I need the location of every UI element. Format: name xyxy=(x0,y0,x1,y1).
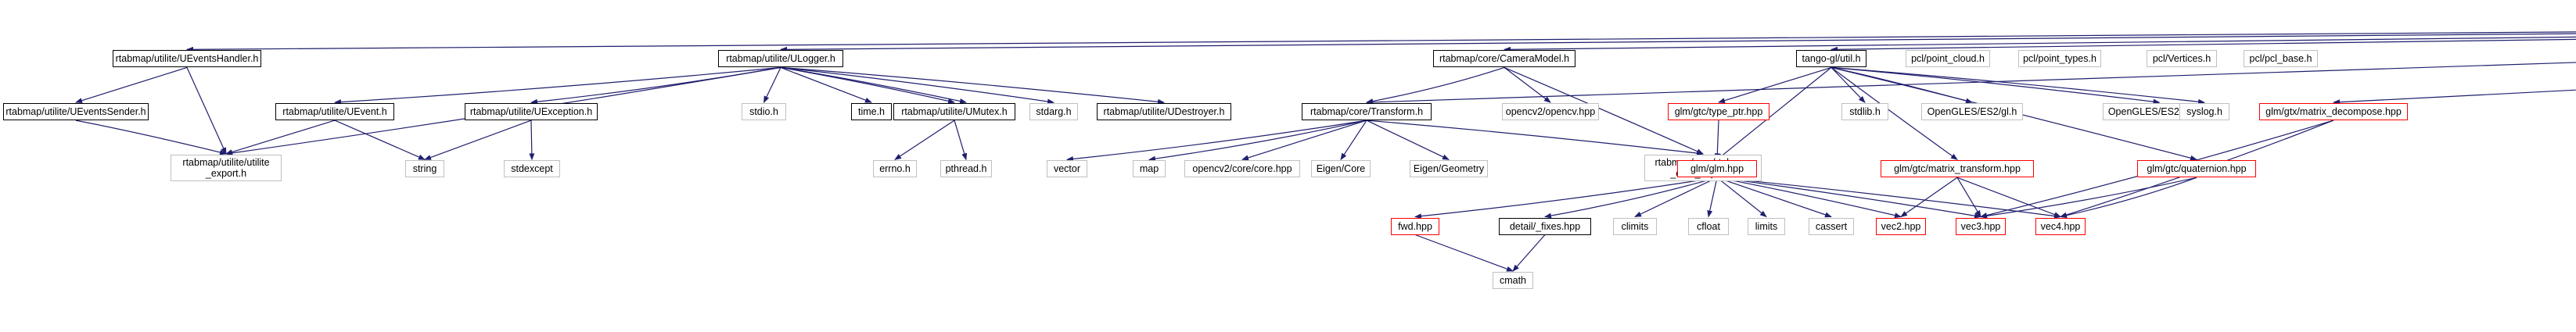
graph-edge xyxy=(2333,89,2576,105)
graph-node-eigen-core[interactable]: Eigen/Core xyxy=(1311,160,1371,178)
graph-node-stdarg-h[interactable]: stdarg.h xyxy=(1029,103,1078,121)
graph-edge xyxy=(1634,177,1718,218)
graph-node-opencv2-core[interactable]: opencv2/core/core.hpp xyxy=(1184,160,1300,178)
graph-node-vec2-hpp[interactable]: vec2.hpp xyxy=(1876,217,1926,235)
graph-edge xyxy=(1718,66,1832,104)
graph-node-pcl-point-types[interactable]: pcl/point_types.h xyxy=(2018,50,2101,68)
graph-node-umutex[interactable]: rtabmap/utilite/UMutex.h xyxy=(893,103,1015,121)
graph-node-glm-gtc-matrix-tr[interactable]: glm/gtc/matrix_transform.hpp xyxy=(1881,160,2034,178)
graph-edge xyxy=(1714,120,1720,161)
graph-node-climits[interactable]: climits xyxy=(1613,217,1657,235)
graph-node-eigen-geometry[interactable]: Eigen/Geometry xyxy=(1410,160,1488,178)
graph-edge xyxy=(780,66,967,104)
graph-edge xyxy=(1512,234,1546,272)
graph-node-gles2-gl[interactable]: OpenGLES/ES2/gl.h xyxy=(1921,103,2023,121)
graph-node-ulogger[interactable]: rtabmap/utilite/ULogger.h xyxy=(718,50,843,68)
graph-node-stdexcept[interactable]: stdexcept xyxy=(504,160,560,178)
graph-node-pcl-point-cloud[interactable]: pcl/point_cloud.h xyxy=(1906,50,1990,68)
graph-node-tango-gl-util[interactable]: tango-gl/util.h xyxy=(1796,50,1866,68)
graph-node-glm-gtx-matrix-decomp[interactable]: glm/gtx/matrix_decompose.hpp xyxy=(2259,103,2408,121)
graph-edge xyxy=(1956,177,2061,218)
graph-edge xyxy=(1148,120,1367,162)
graph-edge xyxy=(1414,234,1514,272)
graph-node-cmath[interactable]: cmath xyxy=(1493,272,1533,290)
graph-edge xyxy=(1716,177,1767,218)
graph-edge xyxy=(780,34,2576,52)
graph-edge xyxy=(1504,66,1551,103)
graph-edge xyxy=(334,120,426,160)
graph-edge xyxy=(1366,120,1450,160)
graph-node-udestroyer[interactable]: rtabmap/utilite/UDestroyer.h xyxy=(1097,103,1231,121)
graph-node-opencv2-opencv[interactable]: opencv2/opencv.hpp xyxy=(1502,103,1599,121)
graph-edge xyxy=(1544,177,1718,219)
graph-node-vec3-hpp[interactable]: vec3.hpp xyxy=(1956,217,2006,235)
graph-edge xyxy=(1831,66,1973,104)
graph-node-pcl-vertices[interactable]: pcl/Vertices.h xyxy=(2147,50,2217,68)
graph-edge xyxy=(780,66,1054,105)
graph-edge xyxy=(780,66,955,104)
graph-edge xyxy=(894,120,955,160)
graph-node-uexception[interactable]: rtabmap/utilite/UException.h xyxy=(465,103,598,121)
graph-node-pthread-h[interactable]: pthread.h xyxy=(940,160,992,178)
graph-node-fwd-hpp[interactable]: fwd.hpp xyxy=(1391,217,1439,235)
graph-edge xyxy=(1366,66,1505,105)
graph-node-pcl-pcl-base[interactable]: pcl/pcl_base.h xyxy=(2244,50,2318,68)
graph-edge xyxy=(2060,177,2197,219)
graph-node-ueventssender[interactable]: rtabmap/utilite/UEventsSender.h xyxy=(3,103,149,121)
graph-edge xyxy=(1900,177,1958,218)
graph-node-transform-h[interactable]: rtabmap/core/Transform.h xyxy=(1302,103,1432,121)
graph-edge xyxy=(954,120,968,161)
graph-node-utilite-export[interactable]: rtabmap/utilite/utilite _export.h xyxy=(171,154,282,181)
graph-edge xyxy=(1241,120,1367,161)
graph-edge xyxy=(1956,177,1981,218)
graph-node-time-h[interactable]: time.h xyxy=(851,103,892,121)
graph-edge xyxy=(1716,177,1832,218)
graph-edge xyxy=(1066,120,1367,162)
graph-edge xyxy=(763,67,781,104)
graph-node-ueventshandler[interactable]: rtabmap/utilite/UEventsHandler.h xyxy=(113,50,261,68)
graph-node-limits[interactable]: limits xyxy=(1748,217,1785,235)
graph-node-stdlib-h[interactable]: stdlib.h xyxy=(1841,103,1888,121)
graph-edge xyxy=(1831,66,2205,105)
graph-node-errno-h[interactable]: errno.h xyxy=(873,160,917,178)
graph-edge xyxy=(1716,177,1981,219)
graph-edge xyxy=(225,120,336,155)
graph-edge xyxy=(1504,37,2576,52)
graph-node-stdio-h[interactable]: stdio.h xyxy=(742,103,786,121)
graph-node-glm-glm[interactable]: glm/glm.hpp xyxy=(1677,160,1757,178)
graph-edge xyxy=(1980,177,2197,219)
graph-edge xyxy=(334,66,781,105)
graph-node-detail-fixes[interactable]: detail/_fixes.hpp xyxy=(1499,217,1591,235)
graph-edge xyxy=(1831,66,1866,103)
graph-node-map[interactable]: map xyxy=(1133,160,1166,178)
graph-edge xyxy=(780,66,1165,105)
graph-edge xyxy=(530,66,781,105)
graph-edge xyxy=(424,120,532,160)
graph-node-glm-gtc-type-ptr[interactable]: glm/gtc/type_ptr.hpp xyxy=(1668,103,1769,121)
graph-edge xyxy=(1340,120,1367,161)
graph-edge xyxy=(186,67,227,155)
graph-node-vector[interactable]: vector xyxy=(1047,160,1087,178)
graph-node-syslog-h[interactable]: syslog.h xyxy=(2179,103,2229,121)
graph-edge xyxy=(1831,66,2161,105)
graph-edge xyxy=(1707,177,1718,218)
graph-node-cassert[interactable]: cassert xyxy=(1809,217,1854,235)
graph-node-uevent[interactable]: rtabmap/utilite/UEvent.h xyxy=(275,103,394,121)
graph-node-cfloat[interactable]: cfloat xyxy=(1688,217,1729,235)
graph-node-vec4-hpp[interactable]: vec4.hpp xyxy=(2035,217,2086,235)
graph-node-glm-gtc-quaternion[interactable]: glm/gtc/quaternion.hpp xyxy=(2137,160,2256,178)
graph-edge xyxy=(75,120,227,155)
graph-edge xyxy=(1366,120,1704,156)
graph-edge xyxy=(75,66,188,104)
graph-edge xyxy=(186,33,2576,52)
graph-edge xyxy=(529,120,535,161)
graph-node-cameramodel[interactable]: rtabmap/core/CameraModel.h xyxy=(1433,50,1575,68)
graph-edge xyxy=(1414,177,1718,220)
graph-edge xyxy=(1716,177,2061,219)
graph-edge xyxy=(1831,40,2576,52)
graph-node-string[interactable]: string xyxy=(405,160,444,178)
graph-edge xyxy=(780,66,872,103)
graph-edge xyxy=(1716,177,1902,219)
